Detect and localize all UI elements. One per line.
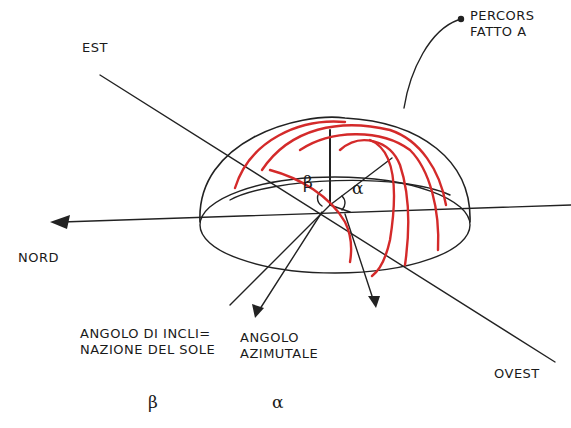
direction-label: OVEST — [494, 366, 540, 382]
angle-symbol: β — [303, 172, 313, 193]
angle-symbol: α — [352, 178, 364, 199]
leader-line — [404, 20, 458, 108]
angle-symbol: β — [148, 392, 158, 413]
direction-label: NORD — [18, 250, 59, 266]
leader-dot — [459, 17, 464, 22]
callout-text: PERCORS FATTO A — [470, 8, 560, 41]
angle-arc — [342, 196, 345, 210]
sun-ray — [330, 158, 392, 205]
caption-text: ANGOLO DI INCLI= NAZIONE DEL SOLE — [80, 326, 230, 359]
sun-path — [262, 125, 446, 205]
sun-path — [300, 134, 438, 250]
horizon-ellipse — [200, 177, 470, 273]
arrowhead — [252, 304, 264, 318]
zenith-line — [329, 130, 331, 205]
leader-line — [258, 212, 322, 312]
arrowhead — [50, 215, 70, 229]
direction-label: EST — [82, 40, 108, 56]
arrowhead — [368, 296, 380, 308]
angle-symbol: α — [272, 392, 284, 413]
leader-line — [345, 214, 374, 302]
sun-path — [270, 170, 351, 262]
caption-text: ANGOLO AZIMUTALE — [240, 330, 340, 363]
axis-line — [230, 205, 330, 305]
sun-path — [370, 140, 394, 276]
